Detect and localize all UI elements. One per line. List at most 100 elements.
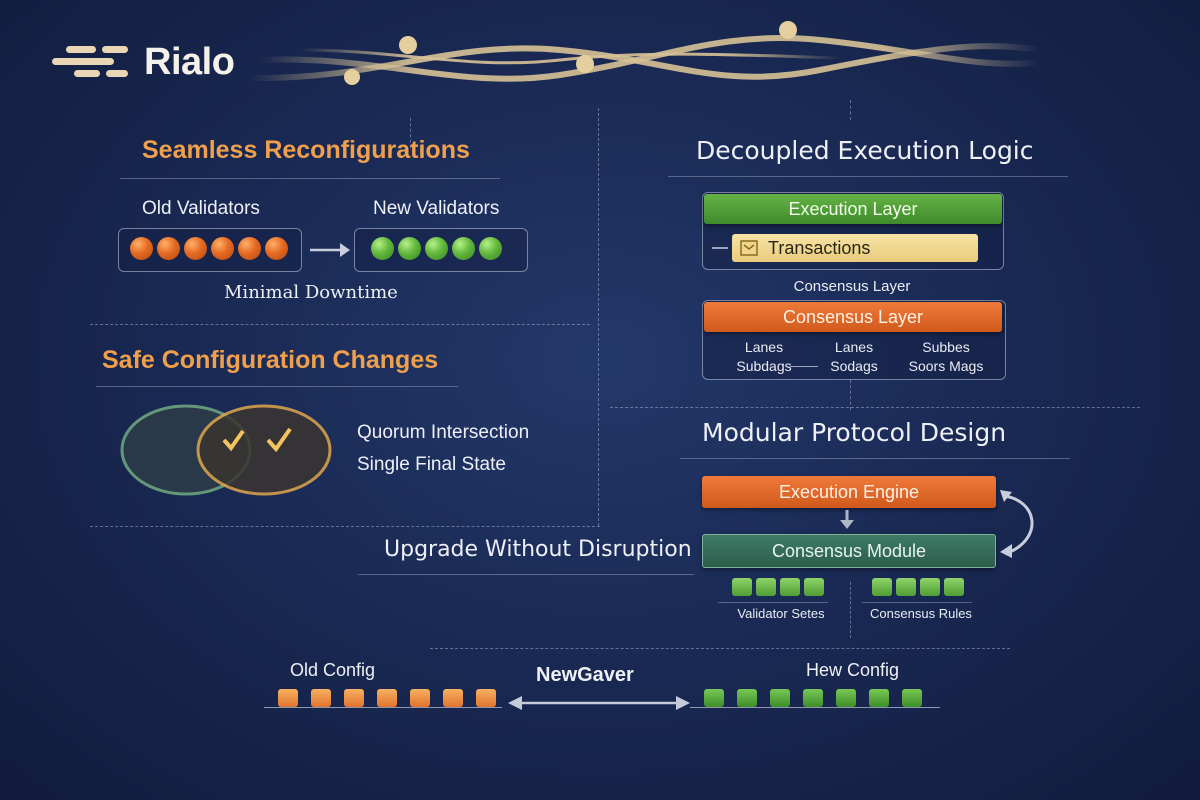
strand-node: [779, 21, 797, 39]
divider: [850, 582, 851, 638]
new-config-blocks: [704, 689, 922, 707]
cycle-arrow-icon: [1000, 490, 1034, 558]
new-config-block: [836, 689, 856, 707]
divider: [598, 108, 599, 526]
consensus-rules-label: Consensus Rules: [870, 606, 972, 621]
consensus-rule-block: [920, 578, 940, 596]
tx-connector: [712, 247, 728, 249]
old-config-block: [344, 689, 364, 707]
arrow-right-icon: [310, 243, 350, 257]
set-underline: [718, 602, 828, 603]
brand-name: Rialo: [144, 40, 235, 83]
quorum-line2: Single Final State: [357, 454, 506, 475]
old-validator-dot: [130, 237, 153, 260]
validator-set-block: [756, 578, 776, 596]
consensus-layer-bar: Consensus Layer: [704, 302, 1002, 332]
double-arrow-icon: [508, 696, 690, 710]
safe-config-title: Safe Configuration Changes: [102, 346, 439, 374]
validator-sets-label: Validator Setes: [737, 606, 825, 621]
consensus-rule-block: [872, 578, 892, 596]
consensus-rule-block: [944, 578, 964, 596]
sub-label-3: Subbes Soors Mags: [900, 338, 992, 376]
new-validator-dot: [371, 237, 394, 260]
center-label: NewGaver: [536, 664, 634, 686]
old-config-blocks: [278, 689, 496, 707]
divider: [90, 324, 590, 325]
transactions-label: Transactions: [768, 238, 871, 258]
reconfig-title: Seamless Reconfigurations: [142, 136, 470, 164]
consensus-rules-squares: [872, 578, 964, 596]
new-validators-dots: [371, 237, 502, 260]
consensus-caption: Consensus Layer: [793, 278, 911, 295]
sub-label-1-bottom: Subdags: [736, 358, 792, 374]
divider: [850, 380, 851, 410]
title-underline: [120, 178, 500, 179]
transactions-bar: Transactions: [732, 234, 978, 262]
new-config-block: [770, 689, 790, 707]
title-underline: [680, 458, 1070, 459]
old-validator-dot: [184, 237, 207, 260]
consensus-rule-block: [896, 578, 916, 596]
sub-label-2: Lanes Sodags: [814, 338, 894, 376]
set-underline: [862, 602, 972, 603]
validator-set-block: [780, 578, 800, 596]
new-config-block: [869, 689, 889, 707]
old-config-block: [476, 689, 496, 707]
strand-node: [344, 69, 360, 85]
old-validator-dot: [238, 237, 261, 260]
consensus-module-bar: Consensus Module: [702, 534, 996, 568]
strand-node: [399, 36, 417, 54]
sub-label-1: Lanes Subdags: [722, 338, 806, 376]
strand-node: [576, 55, 594, 73]
validator-sets-squares: [732, 578, 824, 596]
check-icon: [266, 427, 292, 453]
new-config-track: [690, 707, 940, 708]
arrow-down-icon: [840, 510, 854, 529]
old-config-block: [377, 689, 397, 707]
old-validator-dot: [211, 237, 234, 260]
new-config-block: [737, 689, 757, 707]
new-validator-dot: [398, 237, 421, 260]
sub-label-3-top: Subbes: [922, 339, 970, 355]
brand-logo: Rialo: [52, 40, 235, 84]
new-config-label: Hew Config: [806, 660, 900, 680]
decoupled-title: Decoupled Execution Logic: [696, 136, 1034, 165]
old-validators-dots: [130, 237, 288, 260]
title-underline: [96, 386, 458, 387]
upgrade-title-rest: Without Disruption: [478, 537, 692, 562]
old-config-block: [278, 689, 298, 707]
old-validator-dot: [157, 237, 180, 260]
sub-label-3-bottom: Soors Mags: [908, 358, 984, 374]
validator-set-block: [732, 578, 752, 596]
new-validators-label: New Validators: [373, 198, 500, 219]
old-config-block: [410, 689, 430, 707]
upgrade-title-bold: Upgrade: [384, 537, 479, 562]
new-config-block: [803, 689, 823, 707]
sub-label-1-top: Lanes: [744, 339, 784, 355]
new-validator-dot: [425, 237, 448, 260]
new-config-block: [902, 689, 922, 707]
braided-strands-graphic: [249, 21, 1041, 85]
old-config-label: Old Config: [290, 660, 376, 680]
old-validators-label: Old Validators: [142, 198, 260, 219]
sub-label-2-top: Lanes: [834, 339, 874, 355]
quorum-intersection-diagram: [120, 404, 332, 496]
divider: [850, 100, 851, 120]
execution-engine-bar: Execution Engine: [702, 476, 996, 508]
divider: [410, 118, 411, 148]
old-config-block: [443, 689, 463, 707]
modular-title: Modular Protocol Design: [702, 418, 1007, 447]
check-icon: [222, 429, 245, 452]
new-validator-dot: [479, 237, 502, 260]
old-validator-dot: [265, 237, 288, 260]
title-underline: [358, 574, 694, 575]
sub-label-2-bottom: Sodags: [830, 358, 878, 374]
old-config-track: [264, 707, 502, 708]
title-underline: [668, 176, 1068, 177]
divider: [430, 648, 1010, 649]
new-config-block: [704, 689, 724, 707]
divider: [610, 407, 1140, 408]
quorum-line1: Quorum Intersection: [357, 422, 530, 443]
divider: [90, 526, 600, 527]
reconfig-caption: Minimal Downtime: [224, 282, 398, 303]
